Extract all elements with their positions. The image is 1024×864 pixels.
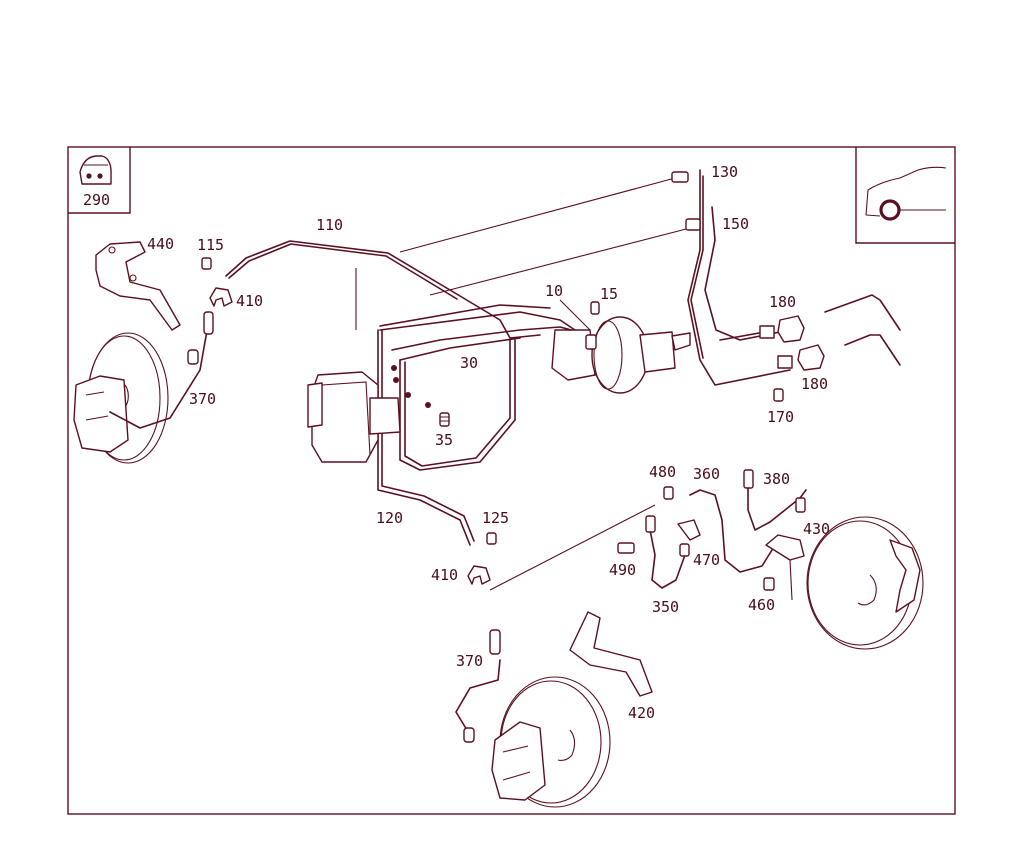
label-290: 290 <box>83 191 110 209</box>
label-30: 30 <box>460 354 478 372</box>
brake-booster <box>551 316 691 394</box>
fitting-150 <box>685 218 701 231</box>
label-410-upper: 410 <box>236 292 263 310</box>
label-410-lower: 410 <box>431 566 458 584</box>
label-350: 350 <box>652 598 679 616</box>
label-380: 380 <box>763 470 790 488</box>
label-120: 120 <box>376 509 403 527</box>
label-180-lower: 180 <box>801 375 828 393</box>
hydraulic-unit <box>307 365 431 463</box>
label-370-left: 370 <box>189 390 216 408</box>
rear-brake <box>617 469 924 650</box>
label-490: 490 <box>609 561 636 579</box>
label-370-lower: 370 <box>456 652 483 670</box>
adapters-180 <box>719 315 825 402</box>
diagram-frame <box>67 146 956 815</box>
label-115: 115 <box>197 236 224 254</box>
part-labels: 10 15 30 35 110 115 120 125 130 150 170 … <box>147 163 830 722</box>
inset-part-290: 290 <box>68 147 131 214</box>
rubber-mount-icon <box>79 155 112 185</box>
fitting-125 <box>486 532 497 545</box>
car-front-wheel-icon <box>865 166 947 221</box>
label-125: 125 <box>482 509 509 527</box>
clip-410-upper <box>209 287 233 307</box>
fitting-15 <box>590 301 600 315</box>
fitting-35 <box>439 412 450 427</box>
label-35: 35 <box>435 431 453 449</box>
leader-lines <box>489 299 793 601</box>
label-130: 130 <box>711 163 738 181</box>
label-15: 15 <box>600 285 618 303</box>
front-left-brake <box>73 241 214 464</box>
label-360: 360 <box>693 465 720 483</box>
label-110: 110 <box>316 216 343 234</box>
label-480: 480 <box>649 463 676 481</box>
label-440: 440 <box>147 235 174 253</box>
fitting-115 <box>201 257 212 270</box>
fitting-130 <box>671 171 689 183</box>
label-150: 150 <box>722 215 749 233</box>
clip-410-lower <box>467 565 491 585</box>
label-170: 170 <box>767 408 794 426</box>
label-430: 430 <box>803 520 830 538</box>
brake-lines <box>225 169 901 589</box>
label-460: 460 <box>748 596 775 614</box>
label-10: 10 <box>545 282 563 300</box>
label-470: 470 <box>693 551 720 569</box>
label-180-upper: 180 <box>769 293 796 311</box>
vehicle-position-inset <box>855 147 955 244</box>
label-420: 420 <box>628 704 655 722</box>
front-right-brake <box>455 611 653 808</box>
